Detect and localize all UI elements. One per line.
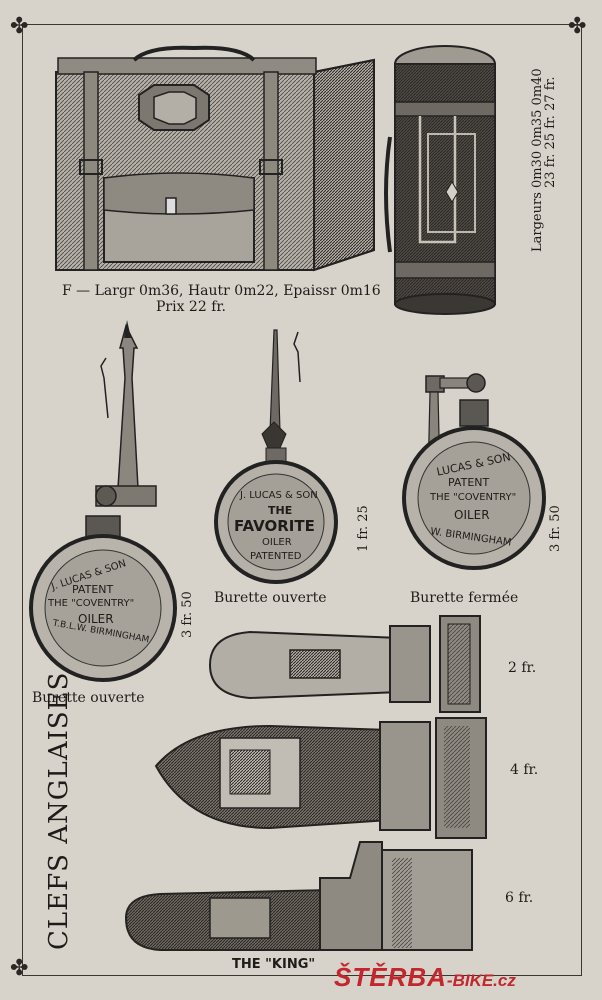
oiler-stamp-line: OILER <box>262 537 292 548</box>
watermark-sub: -BIKE.cz <box>446 971 516 990</box>
oiler1-price: 3 fr. 50 <box>180 591 195 638</box>
wrench-king-illustration <box>124 841 473 951</box>
saddle-bag-caption: F — Largr 0m36, Hautr 0m22, Epaissr 0m16 <box>62 283 381 299</box>
site-watermark: ŠTĚRBA-BIKE.cz <box>334 962 516 993</box>
oiler-stamp-line: FAVORITE <box>234 517 315 535</box>
oiler-stamp-line: THE <box>268 504 293 517</box>
oiler1-label: Burette ouverte <box>32 690 145 706</box>
oiler-stamp-line: PATENT <box>448 476 490 489</box>
oiler-coventry-closed-illustration <box>402 373 546 570</box>
oiler-stamp-line: THE "COVENTRY" <box>48 598 135 609</box>
king-caption: THE "KING" <box>232 957 316 972</box>
corner-ornament-icon: ✤ <box>10 14 29 39</box>
wrench1-price: 2 fr. <box>508 660 537 676</box>
oiler-stamp-line: PATENTED <box>250 551 302 562</box>
corner-ornament-icon: ✤ <box>10 956 29 981</box>
oiler-stamp-line: OILER <box>78 612 114 626</box>
oiler-stamp-line: OILER <box>454 508 490 522</box>
tool-roll-prices: 23 fr. 25 fr. 27 fr. <box>543 76 558 188</box>
oiler-stamp-line: THE "COVENTRY" <box>430 492 517 503</box>
tool-roll-illustration <box>384 45 496 315</box>
oiler-favorite-illustration <box>214 329 338 584</box>
oiler-stamp-line: PATENT <box>72 583 114 596</box>
wrench-small-illustration <box>208 615 481 713</box>
wrench-medium-illustration <box>154 717 487 839</box>
oiler2-price: 1 fr. 25 <box>356 505 371 552</box>
saddle-bag-illustration <box>55 45 375 272</box>
corner-ornament-icon: ✤ <box>568 14 587 39</box>
saddle-bag-price: Prix 22 fr. <box>156 299 226 315</box>
watermark-main: ŠTĚRBA <box>334 962 447 992</box>
oiler-stamp-line: J. LUCAS & SON <box>240 490 318 501</box>
oiler2-label: Burette ouverte <box>214 590 327 606</box>
page-border <box>22 24 582 976</box>
oiler-coventry-open-illustration <box>29 320 177 682</box>
wrench3-price: 6 fr. <box>505 890 534 906</box>
section-title: CLEFS ANGLAISES <box>44 671 74 950</box>
wrench2-price: 4 fr. <box>510 762 539 778</box>
oiler3-price: 3 fr. 50 <box>548 505 563 552</box>
oiler3-label: Burette fermée <box>410 590 519 606</box>
